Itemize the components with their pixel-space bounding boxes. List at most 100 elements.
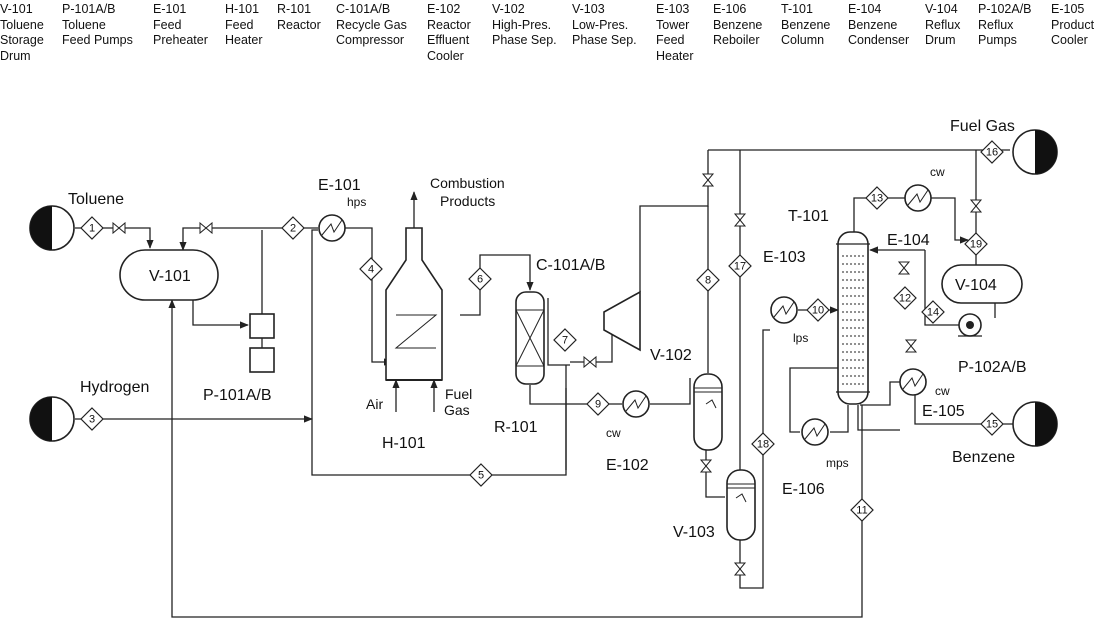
e106-mps-label: mps (826, 456, 849, 470)
e103-lps-label: lps (793, 331, 808, 345)
toluene-feed-label: Toluene (68, 191, 124, 208)
stream-number: 3 (89, 414, 95, 426)
v104-reflux-drum (941, 264, 1023, 304)
stream-tag-2: 2 (281, 216, 305, 240)
fuel-gas-product-label: Fuel Gas (950, 118, 1015, 135)
v104-tag: V-104 (955, 277, 997, 294)
h101-tag: H-101 (382, 435, 426, 452)
stream-tag-14: 14 (921, 300, 945, 324)
stream-number: 2 (290, 223, 296, 235)
stream-tag-5: 5 (469, 463, 493, 487)
stream-number: 6 (477, 274, 483, 286)
e105-cw-label: cw (935, 384, 950, 398)
stream-tag-4: 4 (359, 257, 383, 281)
stream-tag-6: 6 (468, 267, 492, 291)
stream-number: 18 (757, 439, 769, 451)
v103-tag: V-103 (673, 524, 715, 541)
stream-number: 19 (970, 239, 982, 251)
stream-number: 10 (812, 305, 824, 317)
c101-compressor (603, 290, 641, 352)
v102-tag: V-102 (650, 347, 692, 364)
stream-number: 4 (368, 264, 374, 276)
stream-number: 5 (478, 470, 484, 482)
equipment-e104-label: E-104 Benzene Condenser (848, 2, 910, 47)
equipment-e105-label: E-105 Product Cooler (1051, 2, 1095, 47)
stream-tag-13: 13 (865, 186, 889, 210)
stream-number: 14 (927, 307, 939, 319)
p102-pump (958, 313, 982, 337)
e103-tag: E-103 (763, 249, 806, 266)
p101-pump (249, 313, 275, 373)
equipment-e101-label: E-101 Feed Preheater (153, 2, 208, 47)
e102-exchanger (622, 390, 650, 418)
e104-tag: E-104 (887, 232, 930, 249)
e105-tag: E-105 (922, 403, 965, 420)
stream-number: 13 (871, 193, 883, 205)
stream-number: 7 (562, 335, 568, 347)
e102-tag: E-102 (606, 457, 649, 474)
stream-number: 9 (595, 399, 601, 411)
stream-number: 17 (734, 261, 746, 273)
benzene-product-label: Benzene (952, 449, 1015, 466)
hydrogen-feed-symbol (29, 396, 75, 442)
equipment-v102-label: V-102 High-Pres. Phase Sep. (492, 2, 557, 47)
stream-tag-3: 3 (80, 407, 104, 431)
equipment-list-header: V-101 Toluene Storage Drum P-101A/B Tolu… (0, 0, 1100, 66)
equipment-p102-label: P-102A/B Reflux Pumps (978, 2, 1032, 47)
v101-drum (119, 249, 219, 301)
equipment-v104-label: V-104 Reflux Drum (925, 2, 961, 47)
t101-tag: T-101 (788, 208, 829, 225)
v101-tag: V-101 (149, 268, 191, 285)
r101-reactor (515, 291, 545, 385)
equipment-r101-label: R-101 Reactor (277, 2, 321, 32)
e101-hps-label: hps (347, 195, 366, 209)
equipment-v103-label: V-103 Low-Pres. Phase Sep. (572, 2, 637, 47)
e101-exchanger (318, 214, 346, 242)
c101-tag: C-101A/B (536, 257, 605, 274)
stream-tag-18: 18 (751, 432, 775, 456)
equipment-t101-label: T-101 Benzene Column (781, 2, 831, 47)
t101-column (836, 231, 870, 405)
e103-exchanger (770, 296, 798, 324)
stream-tag-16: 16 (980, 140, 1004, 164)
e101-tag: E-101 (318, 177, 361, 194)
toluene-feed-symbol (29, 205, 75, 251)
stream-tag-8: 8 (696, 268, 720, 292)
equipment-p101-label: P-101A/B Toluene Feed Pumps (62, 2, 133, 47)
r101-tag: R-101 (494, 419, 538, 436)
e104-cw-label: cw (930, 165, 945, 179)
e106-reboiler (801, 418, 829, 446)
stream-tag-15: 15 (980, 412, 1004, 436)
equipment-v101-label: V-101 Toluene Storage Drum (0, 2, 44, 63)
benzene-product-symbol (1012, 401, 1058, 447)
equipment-e102-label: E-102 Reactor Effluent Cooler (427, 2, 471, 63)
stream-number: 12 (899, 293, 911, 305)
stream-number: 1 (89, 223, 95, 235)
fuel-gas-product-symbol (1012, 129, 1058, 175)
process-lines (75, 149, 1015, 618)
e104-condenser (904, 184, 932, 212)
equipment-h101-label: H-101 Feed Heater (225, 2, 263, 47)
hydrogen-feed-label: Hydrogen (80, 379, 149, 396)
h101-furnace (385, 227, 443, 381)
e102-cw-label: cw (606, 426, 621, 440)
e106-tag: E-106 (782, 481, 825, 498)
stream-tag-17: 17 (728, 254, 752, 278)
stream-tag-10: 10 (806, 298, 830, 322)
stream-tag-19: 19 (964, 232, 988, 256)
stream-tag-11: 11 (850, 498, 874, 522)
p101-tag: P-101A/B (203, 387, 271, 404)
valves (112, 173, 983, 576)
equipment-c101-label: C-101A/B Recycle Gas Compressor (336, 2, 407, 47)
equipment-e103-label: E-103 Tower Feed Heater (656, 2, 694, 63)
stream-tag-1: 1 (80, 216, 104, 240)
stream-number: 8 (705, 275, 711, 287)
stream-tag-12: 12 (893, 286, 917, 310)
air-label: Air (366, 396, 383, 412)
stream-tag-7: 7 (553, 328, 577, 352)
stream-number: 15 (986, 419, 998, 431)
